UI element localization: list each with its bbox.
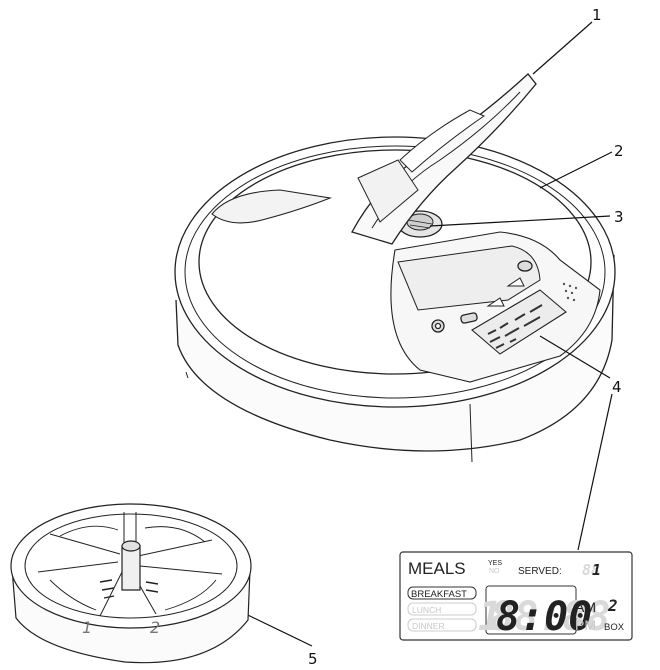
lcd-ghost-digit: 1 — [478, 594, 502, 640]
leader-3 — [429, 215, 611, 227]
tray-center-post — [121, 546, 141, 591]
lid-opening — [211, 189, 333, 224]
lcd-frame — [399, 551, 633, 641]
lcd-served-value: 1 — [592, 561, 601, 579]
lcd-box-number: 2 — [607, 596, 618, 615]
lcd-breakfast-label: BREAKFAST — [411, 589, 467, 600]
leader-4a — [539, 335, 611, 379]
lcd-lunch-label: LUNCH — [412, 605, 441, 615]
up-arrow-icon — [486, 297, 505, 307]
handle-hinge — [357, 159, 419, 223]
lcd-dinner-label: DINNER — [412, 621, 445, 631]
lcd-served-ghost: 88 — [582, 561, 600, 579]
tray-compartment-number: 2 — [150, 618, 160, 637]
lcd-no-label: NO — [489, 568, 500, 575]
callout-1: 1 — [592, 6, 602, 24]
lcd-am-label: AM — [575, 599, 596, 615]
down-arrow-icon — [506, 277, 525, 287]
lcd-time-box — [485, 585, 577, 635]
callout-2: 2 — [614, 142, 624, 160]
tray-post-marks — [99, 579, 159, 599]
lcd-box-label: BOX — [604, 622, 625, 633]
speaker-grille-icon — [562, 282, 578, 302]
lcd-pm-label: PM — [575, 617, 596, 633]
callout-4: 4 — [612, 378, 622, 396]
base-seam — [469, 403, 473, 463]
lcd-time-ghost: 88:88 — [490, 594, 610, 640]
lcd-time: 8:00 — [496, 594, 592, 640]
feeder-rim-inner — [184, 145, 606, 399]
feeder-unit — [174, 73, 616, 463]
lcd-meals-label: MEALS — [408, 559, 466, 578]
lcd-served-label: SERVED: — [518, 566, 562, 577]
tray-inner-rim — [24, 513, 238, 619]
record-button-icon — [517, 260, 533, 272]
lcd-display: MEALS YES NO SERVED: 88 1 BREAKFAST LUNC… — [399, 551, 633, 641]
callout-5: 5 — [308, 650, 318, 668]
handle-cutout — [399, 109, 486, 173]
set-button-icon — [460, 312, 478, 324]
callout-3: 3 — [614, 208, 624, 226]
lcd-lunch-box — [407, 602, 477, 616]
lcd-yes-label: YES — [488, 560, 502, 567]
tray-compartment-number: 1 — [82, 618, 92, 637]
control-panel-top — [397, 245, 541, 311]
leader-1 — [532, 21, 593, 75]
leader-4b — [577, 393, 613, 551]
leader-2 — [539, 151, 613, 189]
tray-dividers — [37, 512, 223, 617]
lcd-breakfast-box — [407, 586, 477, 600]
lcd-dinner-box — [407, 618, 477, 632]
food-tray — [10, 503, 252, 664]
unit-lcd-segments — [487, 304, 543, 349]
unit-lcd-screen — [471, 289, 567, 355]
